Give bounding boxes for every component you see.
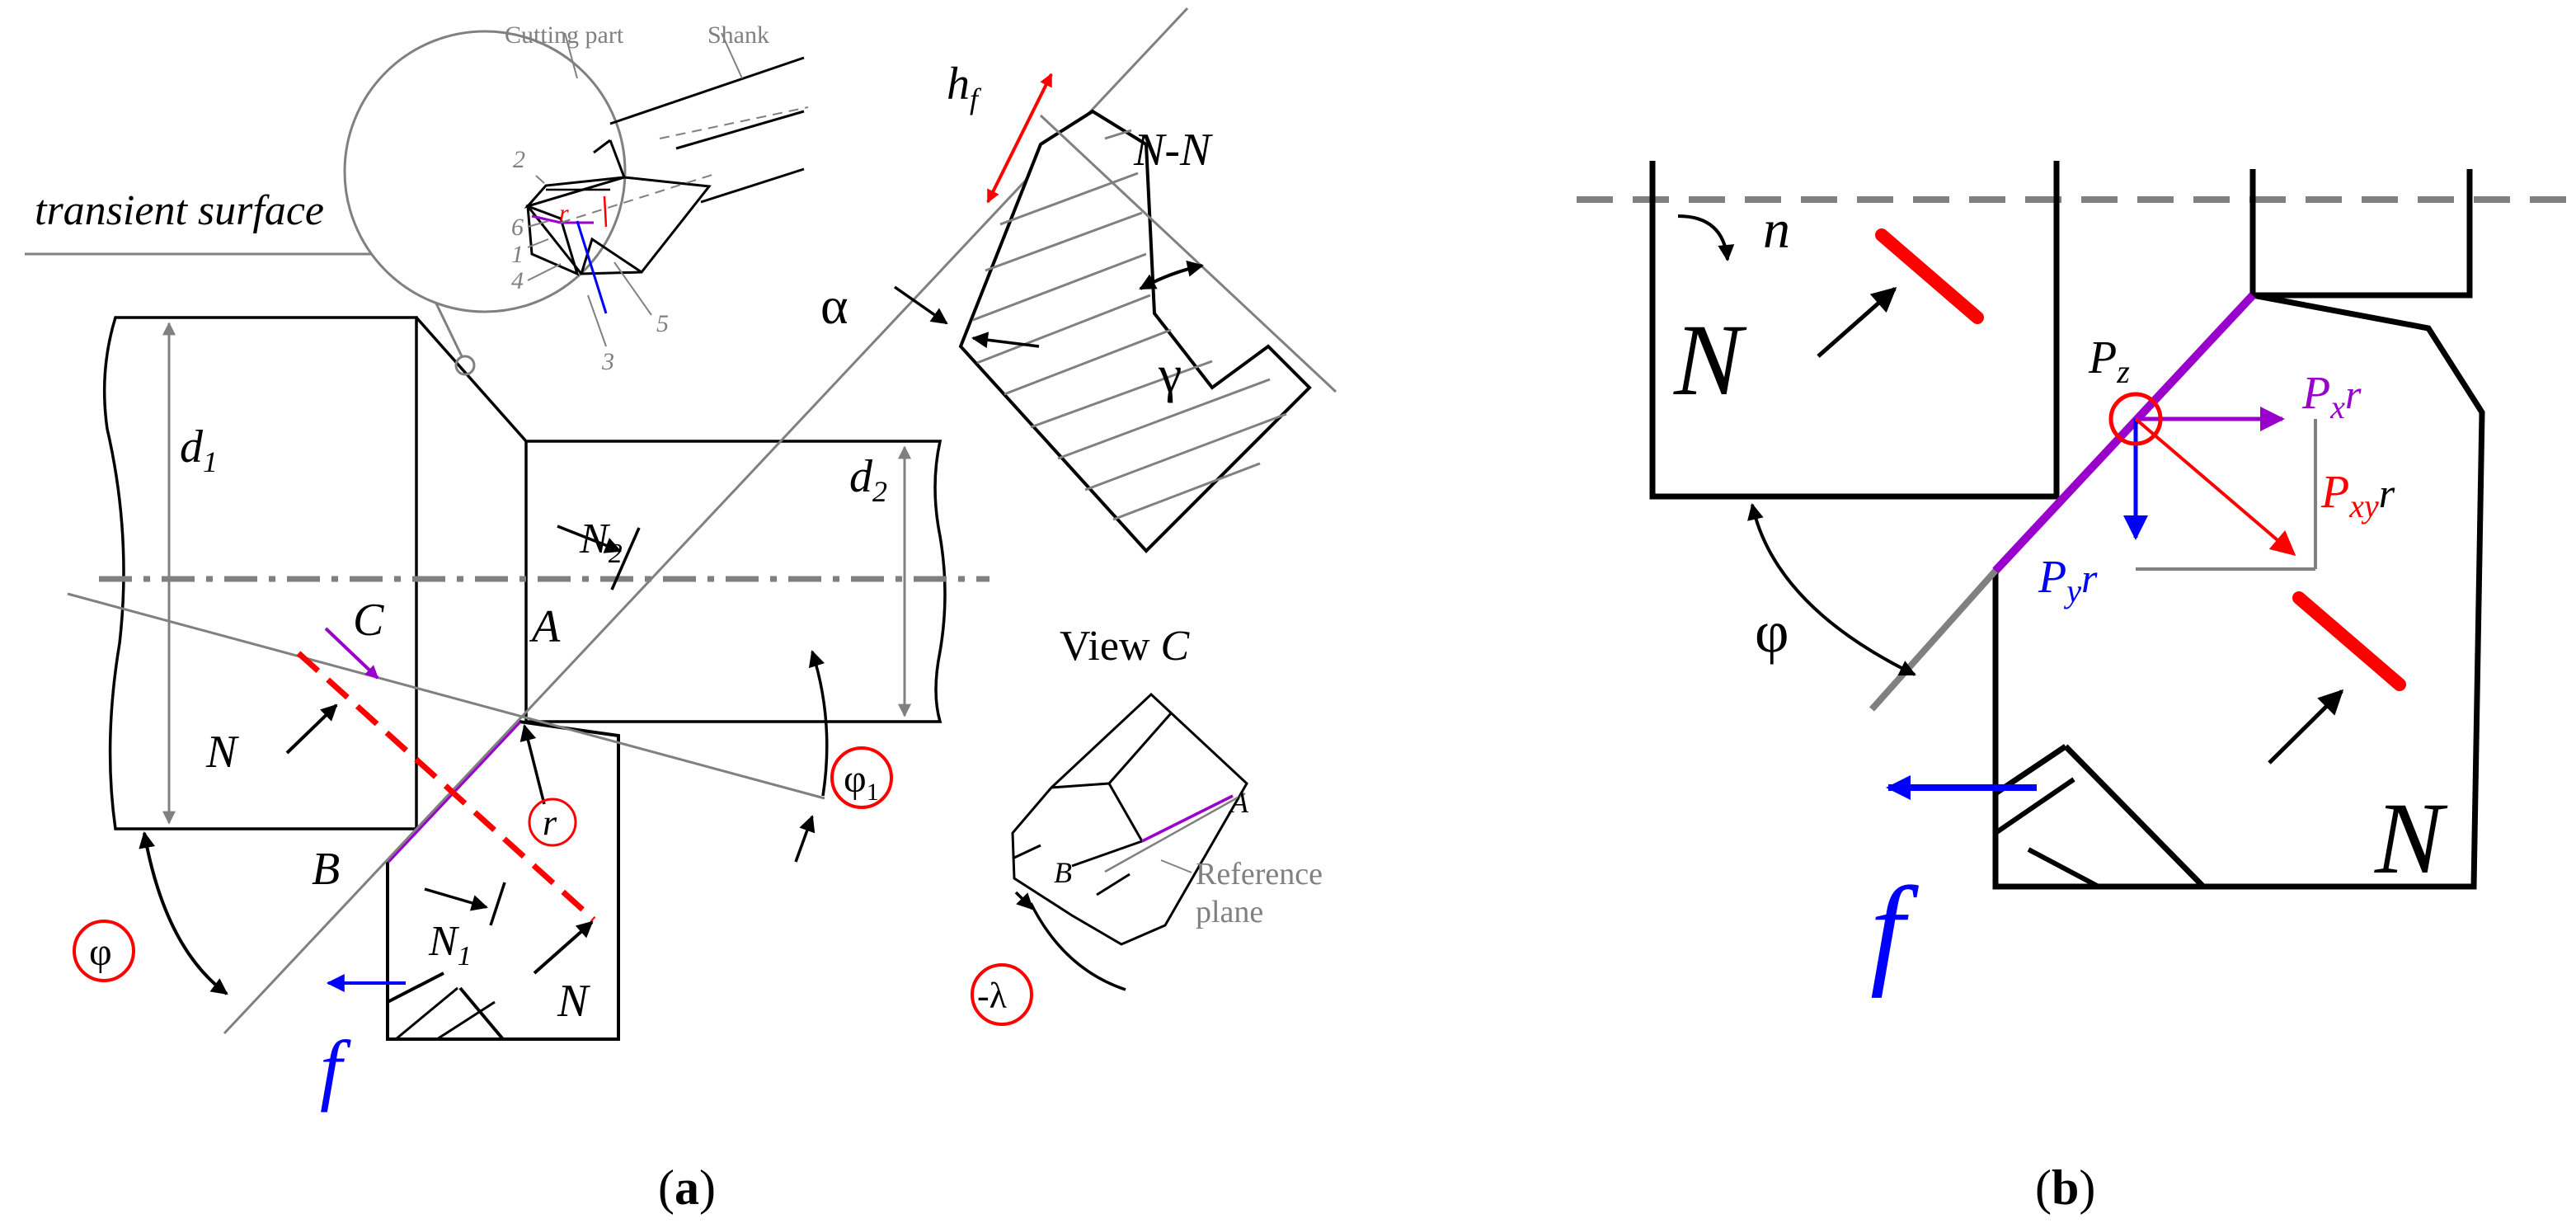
- label-n-top-b: N: [1673, 303, 1747, 416]
- label-f-b: f: [1870, 862, 1919, 999]
- label-pyr: Pyr: [2038, 552, 2098, 609]
- phi-line-b: [1869, 568, 1998, 712]
- alpha-arrow-1: [893, 285, 948, 325]
- label-alpha: α: [820, 276, 848, 335]
- label-n1: N1: [428, 918, 472, 972]
- label-pz: Pz: [2088, 332, 2130, 390]
- section-nn: [893, 73, 1337, 553]
- label-d1: d1: [180, 421, 218, 478]
- label-num-3: 3: [601, 348, 614, 375]
- label-transient-surface: transient surface: [35, 187, 324, 234]
- label-view-a: A: [1229, 786, 1249, 819]
- label-shank: Shank: [707, 21, 769, 49]
- phi-arc-b: [1747, 503, 1916, 676]
- phi1-construction-line: [67, 592, 825, 800]
- label-c: C: [353, 595, 384, 646]
- label-hf: hf: [947, 59, 982, 115]
- pz-circle: [2108, 392, 2163, 446]
- label-pxr: Pxr: [2301, 368, 2362, 426]
- view-c: [971, 692, 1248, 1026]
- inset-cutting-part: [343, 30, 809, 347]
- panel-a: Cutting part Shank 2 6 1 4 5 3 r transie…: [25, 7, 1337, 1215]
- label-n-bottom: N: [557, 976, 590, 1027]
- label-reference-plane-2: plane: [1196, 895, 1263, 929]
- label-n-left: N: [205, 727, 239, 778]
- workpiece-d2: [524, 440, 947, 723]
- red-marker-top: [1875, 228, 1984, 324]
- transient-surface-marker: [454, 355, 476, 376]
- label-a: A: [529, 601, 561, 652]
- phi-arc: [139, 831, 228, 995]
- n2-arrow: [557, 525, 622, 553]
- rotation-arrow-n: [1677, 214, 1735, 261]
- n1-arrow: [424, 887, 488, 911]
- lambda-arc: [1029, 902, 1126, 991]
- label-inset-r: r: [559, 200, 569, 227]
- tool-top-b: [2249, 169, 2473, 299]
- label-phi-b: φ: [1755, 599, 1789, 665]
- phi-circle: [73, 920, 135, 982]
- phi1-arc: [808, 650, 829, 797]
- alpha-arrow-2: [971, 332, 1040, 349]
- label-cutting-part: Cutting part: [505, 21, 624, 49]
- label-f-a: f: [320, 1024, 351, 1113]
- label-r: r: [543, 802, 557, 843]
- caption-b: (b): [2035, 1160, 2095, 1215]
- label-phi: φ: [89, 930, 112, 974]
- label-pxyr: Pxyr: [2320, 467, 2395, 525]
- label-reference-plane-1: Reference: [1196, 857, 1323, 892]
- label-num-6: 6: [511, 214, 524, 241]
- panel-a-labels: Cutting part Shank 2 6 1 4 5 3 r transie…: [35, 21, 1323, 1215]
- force-pxyr: [2134, 417, 2296, 556]
- transient-surface-edge: [415, 316, 528, 443]
- label-num-2: 2: [513, 146, 525, 173]
- cutting-edge-b: [1992, 292, 2256, 574]
- section-reference-line: [1039, 114, 1337, 393]
- lambda-circle: [971, 963, 1033, 1026]
- c-view-arrow: [324, 627, 379, 680]
- label-num-4: 4: [511, 267, 524, 294]
- phi1-circle: [830, 746, 893, 809]
- n-arrow-top: [1817, 287, 1897, 358]
- n1-tick: [489, 882, 506, 926]
- label-num-5: 5: [656, 310, 669, 337]
- r-circle: [528, 797, 577, 847]
- n-bottom-arrow: [533, 920, 594, 975]
- n-arrow-bottom: [2268, 689, 2344, 765]
- section-hatch: [972, 129, 1287, 521]
- n-left-arrow: [285, 703, 338, 755]
- gamma-arc: [1139, 260, 1204, 290]
- workpiece-d1: [102, 316, 418, 830]
- r-arrow: [519, 724, 546, 805]
- red-marker-bottom: [2292, 591, 2406, 691]
- caption-a: (a): [658, 1160, 716, 1215]
- label-d2: d2: [849, 451, 887, 508]
- panel-b: n N N Pz Pxr Pxyr Pyr φ f (b): [1577, 161, 2576, 1215]
- workpiece-b: [1649, 161, 2060, 500]
- label-view-b: B: [1054, 856, 1072, 889]
- label-n-rotation: n: [1763, 200, 1790, 260]
- hf-dimension: [986, 73, 1053, 204]
- label-gamma: γ: [1158, 345, 1182, 403]
- label-num-1: 1: [511, 241, 524, 268]
- label-view-c: View C: [1060, 623, 1191, 670]
- label-n2: N2: [579, 515, 623, 569]
- section-line-n: [296, 651, 596, 922]
- label-phi1: φ1: [844, 757, 879, 806]
- panel-b-labels: n N N Pz Pxr Pxyr Pyr φ f (b): [1673, 200, 2448, 1215]
- label-b: B: [312, 844, 340, 895]
- label-lambda: -λ: [977, 976, 1008, 1016]
- label-nn: N-N: [1133, 125, 1213, 176]
- n2-tick: [610, 527, 641, 590]
- label-n-bottom-b: N: [2374, 782, 2448, 895]
